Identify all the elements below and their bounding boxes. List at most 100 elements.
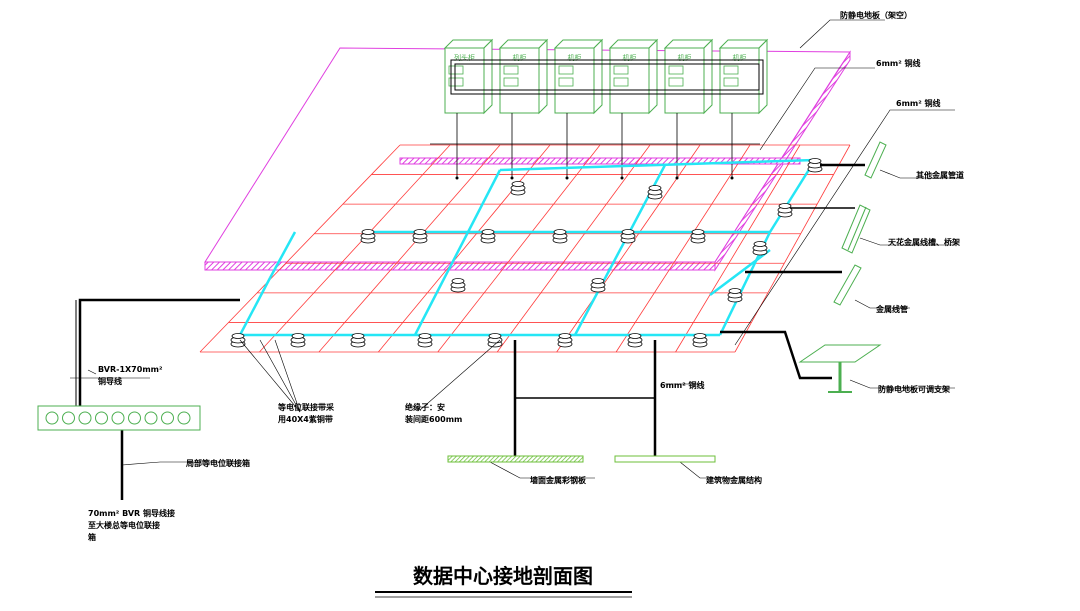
label-eq-strap-line2: 用40X4紫铜带: [277, 414, 333, 424]
label-bvr-line1: BVR-1X70mm²: [98, 365, 163, 374]
label-ceiling-tray: 天花金属线槽、桥架: [888, 237, 960, 247]
cabinet-label: 列头柜: [454, 53, 475, 62]
insulator: [557, 333, 573, 348]
terminal-hole: [95, 411, 108, 425]
terminal-hole: [78, 411, 92, 425]
equipotential-strap: [499, 158, 816, 172]
insulator: [727, 288, 743, 303]
label-bottom-note-3: 箱: [88, 532, 96, 542]
drop-point: [565, 176, 569, 180]
terminal-hole: [128, 411, 141, 425]
drop-point: [730, 176, 734, 180]
label-bvr-line2: 铜导线: [98, 376, 122, 386]
terminal-hole: [161, 411, 174, 425]
insulator: [620, 229, 636, 244]
label-other-metal-pipe: 其他金属管道: [916, 170, 964, 180]
insulator: [350, 333, 366, 348]
grid-line: [615, 144, 751, 353]
cabinet-wire-loop: [450, 59, 764, 95]
metal-tray-ceiling: [841, 204, 871, 254]
label-insulator-line1: 绝缘子：安: [405, 402, 445, 412]
cabinet: 机柜: [608, 38, 659, 115]
label-wall-metal: 墙面金属彩钢板: [530, 475, 587, 485]
metal-pipe-other: [864, 141, 887, 179]
insulator: [230, 333, 246, 348]
insulators: [230, 158, 823, 348]
terminal-hole: [45, 411, 59, 425]
cabinet: 机柜: [718, 38, 769, 115]
label-antistatic-floor: 防静电地板（架空）: [840, 10, 912, 20]
terminal-hole: [111, 411, 125, 425]
cabinet: 机柜: [553, 38, 604, 115]
wall-metal-plate: [447, 455, 584, 463]
insulator: [480, 229, 496, 244]
label-wire-right: 6mm² 铜线: [896, 98, 941, 108]
title-block: 数据中心接地剖面图: [375, 564, 632, 598]
label-local-eq-box: 局部等电位联接箱: [185, 458, 250, 468]
insulator: [627, 333, 643, 348]
insulator: [510, 181, 526, 196]
insulator: [692, 333, 708, 348]
drop-point: [675, 176, 679, 180]
insulator: [417, 333, 433, 348]
cabinet-label: 机柜: [623, 53, 637, 62]
terminal-hole: [177, 411, 191, 425]
grid-line: [199, 144, 401, 353]
insulator: [450, 278, 466, 293]
grid-line: [496, 144, 651, 353]
insulator: [690, 229, 706, 244]
drop-point: [455, 176, 459, 180]
label-insulator-line2: 装间距600mm: [404, 414, 462, 424]
cabinet: 机柜: [663, 38, 714, 115]
grid-line: [437, 144, 601, 353]
label-bottom-note-1: 70mm² BVR 铜导线接: [88, 508, 175, 518]
insulator: [807, 158, 823, 173]
terminal-hole: [62, 411, 75, 425]
grid-line: [734, 144, 851, 353]
cabinet-label: 机柜: [678, 53, 692, 62]
insulator: [412, 229, 428, 244]
equipotential-strap: [709, 249, 771, 296]
insulator: [552, 229, 568, 244]
leader-lines: [70, 19, 960, 479]
equipotential-strap: [238, 277, 272, 336]
cabinet-row: 列头柜 机柜 机柜 机柜 机柜 机柜: [443, 38, 769, 115]
cabinet-label: 机柜: [733, 53, 747, 62]
label-wire-bottom: 6mm² 铜线: [660, 380, 705, 390]
grid-line: [318, 144, 501, 353]
equipotential-strap: [413, 169, 502, 336]
insulator: [590, 278, 606, 293]
drop-point: [510, 176, 514, 180]
metal-conduit: [833, 264, 862, 306]
equipotential-strap: [268, 231, 297, 279]
label-wire-top: 6mm² 铜线: [876, 58, 921, 68]
diagram-title: 数据中心接地剖面图: [413, 564, 593, 588]
black-wires: [75, 163, 865, 500]
cabinet-label: 机柜: [568, 53, 582, 62]
insulator: [360, 229, 376, 244]
equipotential-strap: [768, 159, 817, 233]
drop-point: [620, 176, 624, 180]
cabinet: 列头柜: [443, 38, 494, 115]
grid-line: [556, 144, 701, 353]
grid-line: [378, 144, 551, 353]
grid-line: [675, 144, 801, 353]
local-equipotential-box: [37, 405, 201, 431]
terminal-hole: [144, 411, 158, 425]
label-bottom-note-2: 至大楼总等电位联接: [88, 520, 160, 530]
label-floor-support: 防静电地板可调支架: [878, 384, 950, 394]
cabinet: 机柜: [498, 38, 549, 115]
insulator: [647, 185, 663, 200]
cabinet-label: 机柜: [513, 53, 527, 62]
insulator: [752, 241, 768, 256]
floor-support-bracket: [798, 344, 882, 393]
insulator: [290, 333, 306, 348]
label-metal-conduit: 金属线管: [875, 304, 908, 314]
insulator: [777, 203, 793, 218]
labels: 防静电地板（架空） 6mm² 铜线 6mm² 铜线 其他金属管道 天花金属线槽、…: [88, 10, 964, 542]
label-building-metal: 建筑物金属结构: [705, 475, 762, 485]
building-metal-plate: [614, 455, 716, 463]
label-eq-strap-line1: 等电位联接带采: [277, 402, 335, 412]
